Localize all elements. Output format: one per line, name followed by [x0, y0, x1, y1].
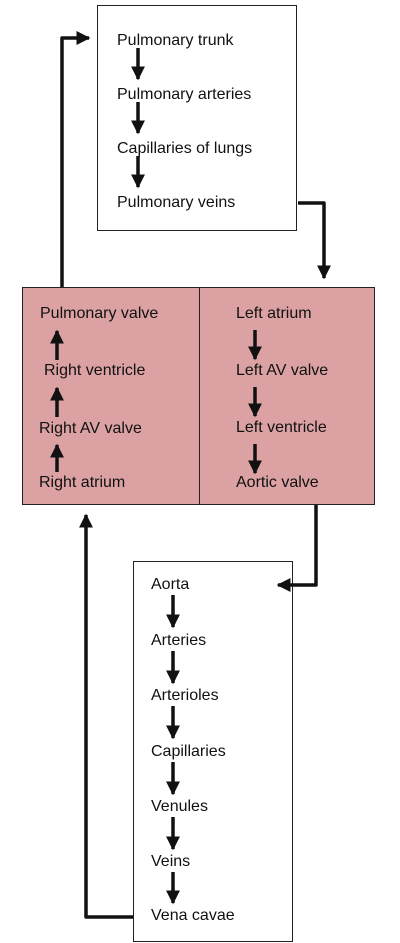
- pulmonary-circuit-box: Pulmonary trunk Pulmonary arteries Capil…: [97, 5, 297, 231]
- systemic-circuit-box: Aorta Arteries Arterioles Capillaries Ve…: [133, 561, 293, 942]
- arteries-label: Arteries: [151, 632, 207, 649]
- pulmonary-veins-to-left-atrium-line: [298, 201, 331, 280]
- capillaries-of-lungs-label: Capillaries of lungs: [117, 140, 253, 157]
- left-av-valve-label: Left AV valve: [236, 362, 329, 379]
- aortic-valve-to-aorta-line: [276, 505, 318, 592]
- aorta-label: Aorta: [151, 576, 190, 593]
- heart-right-side: Pulmonary valve Right ventricle Right AV…: [22, 287, 200, 505]
- vena-cavae-to-right-atrium-line: [79, 513, 133, 919]
- right-ventricle-label: Right ventricle: [44, 362, 146, 379]
- veins-label: Veins: [151, 853, 191, 870]
- left-atrium-label: Left atrium: [236, 305, 312, 322]
- pulmonary-valve-to-trunk-line: [60, 31, 91, 287]
- arterioles-label: Arterioles: [151, 687, 219, 704]
- vena-cavae-label: Vena cavae: [151, 907, 235, 924]
- pulmonary-arteries-label: Pulmonary arteries: [117, 86, 252, 103]
- heart-left-side: Left atrium Left AV valve Left ventricle…: [199, 287, 375, 505]
- pulmonary-valve-label: Pulmonary valve: [40, 305, 159, 322]
- venules-label: Venules: [151, 798, 208, 815]
- right-atrium-label: Right atrium: [39, 474, 126, 491]
- pulmonary-trunk-label: Pulmonary trunk: [117, 32, 234, 49]
- capillaries-label: Capillaries: [151, 743, 226, 760]
- pulmonary-veins-label: Pulmonary veins: [117, 194, 236, 211]
- left-ventricle-label: Left ventricle: [236, 419, 327, 436]
- aortic-valve-label: Aortic valve: [236, 474, 319, 491]
- right-av-valve-label: Right AV valve: [39, 420, 142, 437]
